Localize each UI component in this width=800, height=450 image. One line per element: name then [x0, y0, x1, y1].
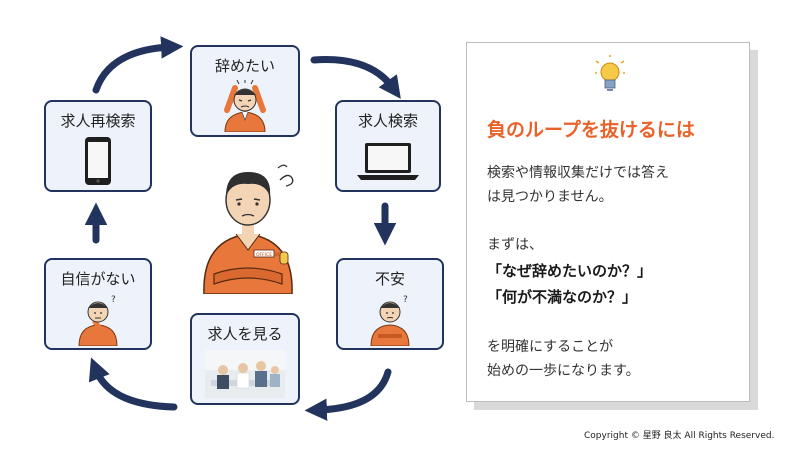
panel-question-what: 「何が不満なのか？」: [487, 288, 638, 306]
office-meeting-photo: [205, 349, 285, 398]
node-label: 求人再検索: [60, 112, 136, 130]
svg-text:?: ?: [403, 295, 408, 305]
panel-text-line: 始めの一歩になります。: [487, 363, 640, 379]
panel-text-line: を明確にすることが: [487, 339, 614, 355]
arrow-anxiety-to-view: [304, 368, 392, 421]
cycle-node-job-search: 求人検索: [335, 100, 441, 192]
panel-question-why: 「なぜ辞めたいのか？」: [487, 262, 653, 280]
panel-text-line: まずは、: [487, 237, 543, 253]
worried-worker-icon: ?: [370, 295, 410, 346]
cycle-node-job-research: 求人再検索: [44, 100, 152, 192]
badge-text: OFFICE WORK: [256, 252, 289, 258]
panel-text-line: は見つかりません。: [487, 189, 613, 205]
laptop-icon: [357, 142, 419, 180]
panel-title: 負のループを抜けるには: [487, 119, 695, 141]
svg-text:?: ?: [111, 295, 116, 305]
smartphone-icon: [85, 136, 111, 185]
node-label: 求人検索: [357, 112, 418, 130]
node-label: 自信がない: [60, 270, 136, 288]
worried-worker-arms-crossed: OFFICE WORK: [203, 164, 294, 294]
node-label: 求人を見る: [207, 325, 283, 343]
copyright-text: Copyright © 星野 良太 All Rights Reserved.: [584, 431, 775, 441]
cycle-node-view-jobs: 求人を見る: [190, 313, 300, 405]
cycle-node-quit: 辞めたい: [190, 45, 300, 137]
cycle-node-anxiety: 不安 ?: [336, 258, 444, 350]
arrow-view-to-noconfidence: [88, 357, 178, 411]
info-panel: 負のループを抜けるには 検索や情報収集だけでは答え は見つかりません。 まずは、…: [466, 42, 750, 402]
arrow-quit-to-search: [310, 56, 401, 99]
node-label: 辞めたい: [214, 57, 275, 75]
lightbulb-icon: [595, 55, 625, 91]
arrow-retry-to-quit: [92, 36, 184, 94]
panel-text-line: 検索や情報収集だけでは答え: [487, 165, 669, 181]
confused-worker-icon: ?: [78, 295, 118, 346]
node-label: 不安: [374, 270, 405, 288]
cycle-node-no-confidence: 自信がない ?: [44, 258, 152, 350]
stressed-worker-icon: [224, 79, 266, 132]
